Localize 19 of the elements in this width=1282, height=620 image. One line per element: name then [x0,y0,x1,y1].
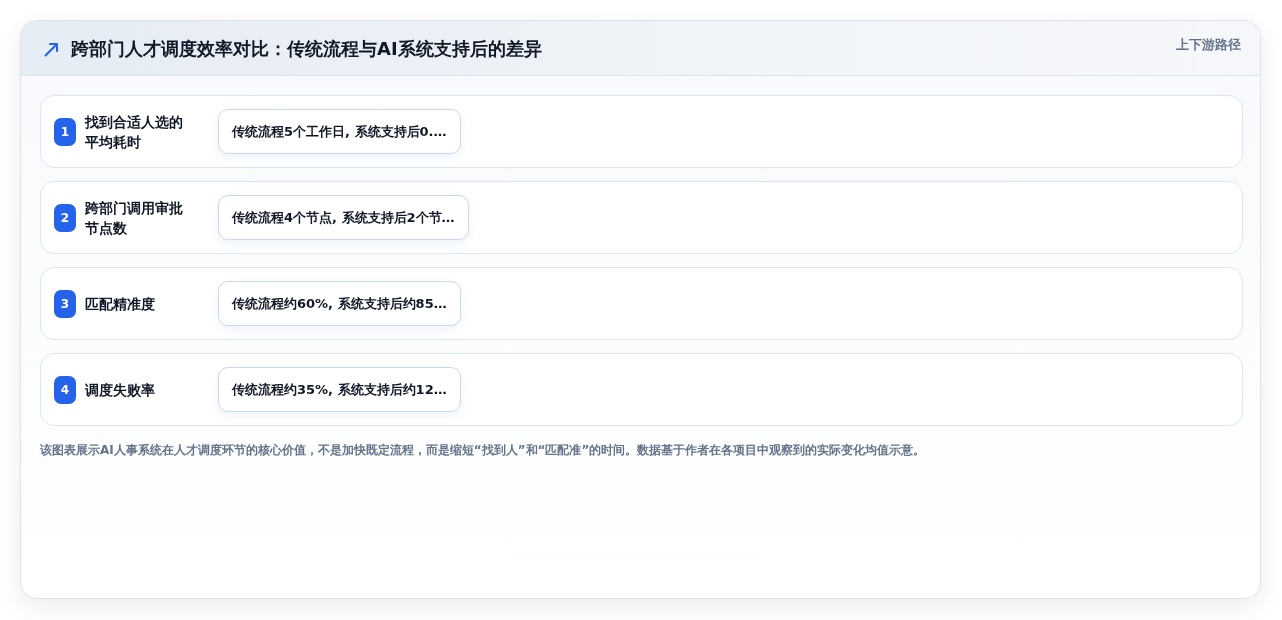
comparison-value-box: 传统流程5个工作日, 系统支持后0.… [218,109,461,154]
metric-label: 跨部门调用审批节点数 [85,198,184,238]
metric-label: 调度失败率 [85,380,156,400]
step-number-badge: 1 [54,117,76,146]
comparison-value-box: 传统流程4个节点, 系统支持后2个节… [218,195,469,240]
comparison-value-box: 传统流程约60%, 系统支持后约85… [218,281,461,326]
comparison-value-box: 传统流程约35%, 系统支持后约12… [218,367,461,412]
metric-label: 找到合适人选的平均耗时 [85,112,184,152]
metric-label: 匹配精准度 [85,294,156,314]
step-number-badge: 4 [54,375,76,404]
diagram-title: 跨部门人才调度效率对比：传统流程与AI系统支持后的差异 [71,37,542,61]
header-label: 上下游路径 [1176,36,1241,54]
step-number-badge: 2 [54,203,76,232]
metric-row-card [40,181,1243,254]
metric-row-card [40,353,1243,426]
metric-row-card [40,267,1243,340]
metric-row-card [40,95,1243,168]
step-number-badge: 3 [54,289,76,318]
caption-text: 该图表展示AI人事系统在人才调度环节的核心价值，不是加快既定流程，而是缩短“找到人”和“匹配准”的时间。数据基于作者在各项目中观察到的实际变化均值示意。 [40,442,926,459]
